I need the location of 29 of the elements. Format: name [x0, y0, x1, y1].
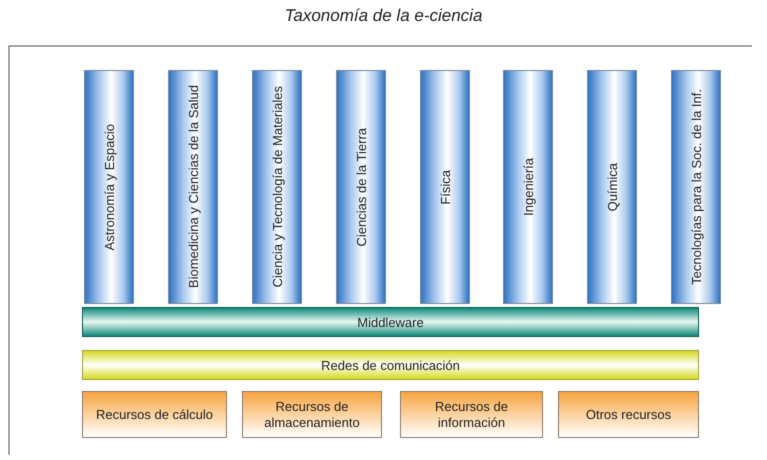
column-bar: [587, 70, 637, 304]
column-label: Ingeniería: [520, 158, 536, 216]
resource-box: [82, 391, 227, 438]
column-bar: [420, 70, 470, 304]
column-bar: [336, 70, 386, 304]
resource-box: [242, 391, 382, 438]
resource-box: [558, 391, 699, 438]
column-label: Química: [604, 162, 620, 212]
column-label: Ciencias de la Tierra: [354, 128, 368, 246]
resource-label: Recursos de cálculo: [96, 406, 214, 422]
column-bar: [671, 70, 721, 304]
column-bar: [84, 70, 134, 304]
resource-label: Recursos de información: [434, 398, 509, 430]
column-label: Tecnologías para la Soc. de la Inf.: [688, 89, 704, 285]
layer-bar: [82, 350, 699, 380]
column-bar: [503, 70, 553, 304]
resource-label: Otros recursos: [586, 406, 672, 422]
resource-box: [400, 391, 543, 438]
column-label: Astronomía y Espacio: [102, 124, 116, 250]
diagram-title: Taxonomía de la e-ciencia: [284, 6, 484, 26]
column-label: Física: [438, 170, 452, 204]
column-label: Ciencia y Tecnología de Materiales: [270, 86, 284, 288]
layer-bar: [82, 307, 699, 337]
column-label: Biomedicina y Ciencias de la Salud: [186, 85, 200, 289]
resource-label: Recursos de almacenamiento: [263, 398, 361, 430]
layer-label: Middleware: [357, 314, 424, 330]
column-bar: [168, 70, 218, 304]
layer-label: Redes de comunicación: [321, 358, 460, 372]
column-bar: [252, 70, 302, 304]
